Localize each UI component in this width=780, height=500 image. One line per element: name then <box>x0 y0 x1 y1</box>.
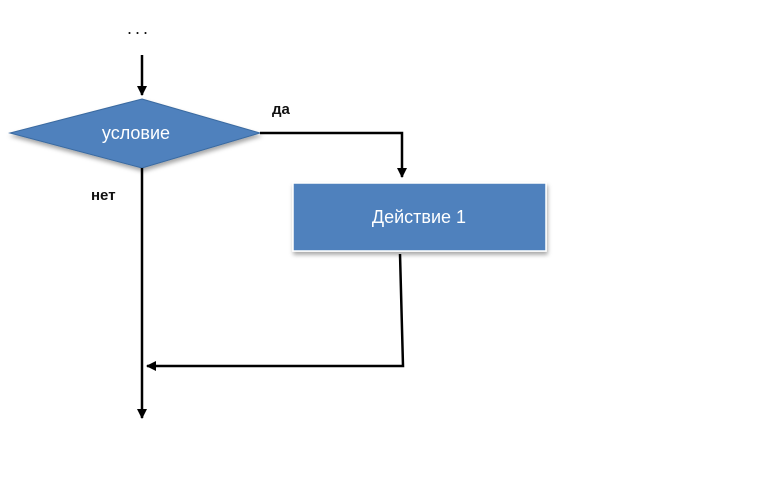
no-label: нет <box>91 187 116 204</box>
condition-label: условие <box>102 123 170 143</box>
action-box <box>292 182 547 252</box>
condition-node[interactable]: условие <box>8 98 262 169</box>
action-node[interactable]: Действие 1 <box>292 182 547 252</box>
yes-branch-line <box>260 131 407 178</box>
action-label: Действие 1 <box>372 207 466 227</box>
yes-label: да <box>272 101 291 118</box>
continuation-dots: ... <box>127 18 151 38</box>
merge-line <box>146 253 405 371</box>
